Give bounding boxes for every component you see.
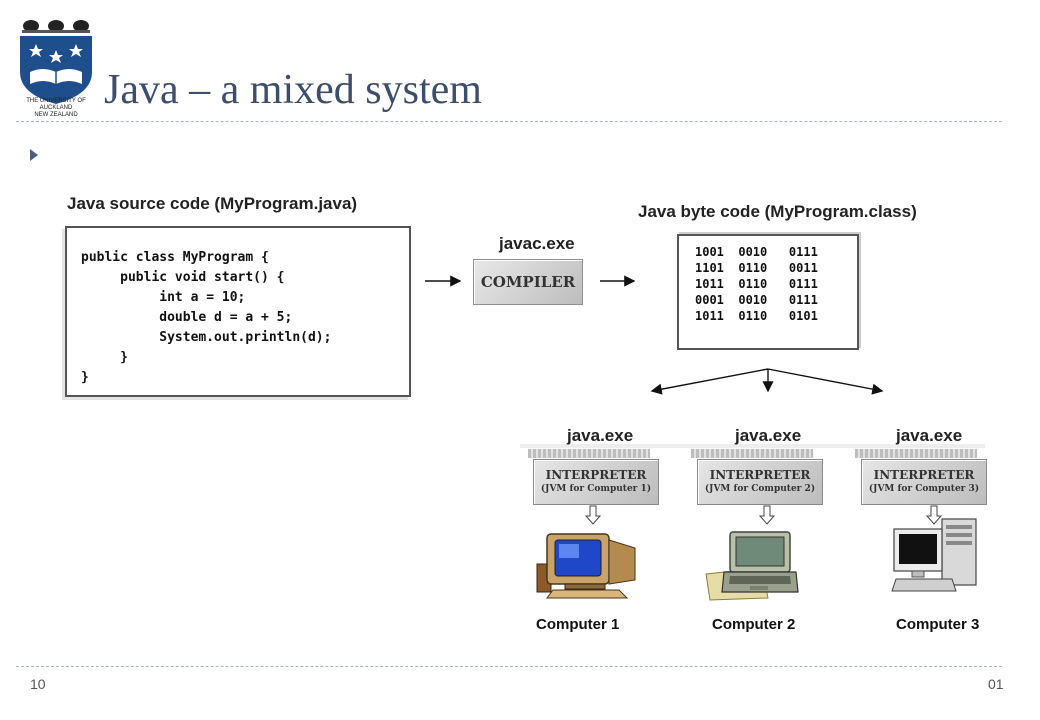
interpreter-jvm-3: (JVM for Computer 3)	[868, 484, 980, 494]
interpreter-box-1: INTERPRETER (JVM for Computer 1)	[533, 459, 659, 505]
interpreter-title-3: INTERPRETER	[873, 468, 975, 482]
interpreter-box-2: INTERPRETER (JVM for Computer 2)	[697, 459, 823, 505]
arrow-to-computer-1	[650, 368, 769, 395]
logo-caption: THE UNIVERSITY OF AUCKLAND NEW ZEALAND	[14, 98, 98, 119]
java-exe-label-3: java.exe	[896, 426, 963, 445]
bytecode-label: Java byte code (MyProgram.class)	[638, 202, 917, 221]
footer-right-text: 01	[988, 676, 1004, 692]
interpreter-strip-3	[855, 449, 977, 458]
source-code-box: public class MyProgram { public void sta…	[65, 226, 411, 397]
footer-divider	[16, 666, 1002, 667]
interpreter-jvm-2: (JVM for Computer 2)	[704, 484, 816, 494]
desktop-computer-icon	[536, 533, 636, 599]
kiwi-bird-icon	[22, 20, 90, 33]
compiler-box: COMPILER	[473, 259, 583, 305]
down-arrow-icon	[925, 505, 943, 525]
interpreter-box-3: INTERPRETER (JVM for Computer 3)	[861, 459, 987, 505]
interpreter-strip-2	[691, 449, 813, 458]
bullet-icon	[30, 149, 38, 161]
logo-subtext: NEW ZEALAND	[34, 112, 78, 118]
laptop-computer-icon	[705, 531, 799, 601]
computer-label-3: Computer 3	[896, 616, 980, 633]
computer-label-2: Computer 2	[712, 616, 796, 633]
arrow-to-computer-3	[767, 368, 884, 395]
interpreter-jvm-1: (JVM for Computer 1)	[540, 484, 652, 494]
compiler-text: COMPILER	[480, 273, 576, 291]
university-logo	[20, 20, 92, 104]
interpreter-title-2: INTERPRETER	[709, 468, 811, 482]
source-code-label: Java source code (MyProgram.java)	[67, 194, 358, 213]
interpreter-strip-1	[528, 449, 650, 458]
bytecode: 1001 0010 0111 1101 0110 0011 1011 0110 …	[695, 245, 818, 323]
computer-label-1: Computer 1	[536, 616, 620, 633]
interpreter-title-1: INTERPRETER	[545, 468, 647, 482]
workstation-computer-icon	[891, 518, 977, 592]
compiler-exe-label: javac.exe	[499, 234, 575, 253]
page-number: 10	[30, 676, 46, 692]
bytecode-box: 1001 0010 0111 1101 0110 0011 1011 0110 …	[677, 234, 859, 350]
down-arrow-icon	[758, 505, 776, 525]
java-exe-label-1: java.exe	[567, 426, 634, 445]
exe-strip-background	[520, 444, 985, 448]
down-arrow-icon	[584, 505, 602, 525]
source-code: public class MyProgram { public void sta…	[81, 250, 332, 385]
slide-title: Java – a mixed system	[104, 67, 482, 113]
java-exe-label-2: java.exe	[735, 426, 802, 445]
title-divider	[16, 121, 1002, 122]
logo-text: THE UNIVERSITY OF AUCKLAND	[26, 98, 86, 111]
